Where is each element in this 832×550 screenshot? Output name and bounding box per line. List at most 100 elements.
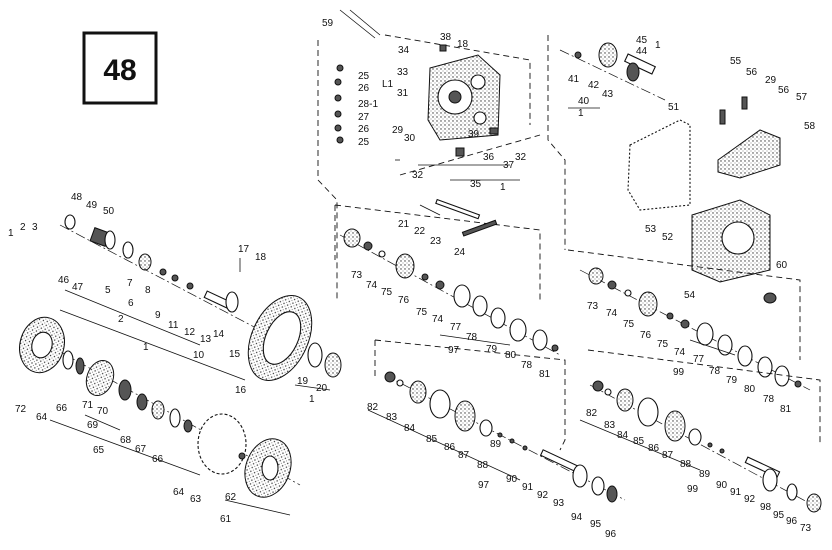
callout: 56	[746, 67, 758, 78]
callout: 75	[416, 307, 428, 318]
callout: 33	[397, 67, 409, 78]
callout: 16	[235, 385, 247, 396]
callout: 5	[105, 285, 111, 296]
callout: 81	[780, 404, 792, 415]
callout: 78	[466, 332, 478, 343]
callout: 32	[515, 152, 527, 163]
callout: 78	[521, 360, 533, 371]
callout: 30	[404, 133, 416, 144]
callout: 24	[454, 247, 466, 258]
callout: 26	[358, 83, 370, 94]
output-assembly	[567, 249, 823, 513]
callout: 48	[71, 192, 83, 203]
callout: 44	[636, 46, 648, 57]
callout-labels: 59 38 34 18 25 26 28-1 27 26 25 33 L1 31…	[8, 18, 816, 540]
callout: 39	[468, 129, 480, 140]
callout: 79	[486, 344, 498, 355]
callout: L1	[382, 79, 394, 90]
callout: 1	[578, 108, 584, 119]
callout: 22	[414, 226, 426, 237]
callout: 92	[537, 490, 549, 501]
callout: 74	[366, 280, 378, 291]
callout: 66	[56, 403, 68, 414]
callout: 75	[381, 287, 393, 298]
callout: 89	[699, 469, 711, 480]
callout: 43	[602, 89, 614, 100]
callout: 76	[398, 295, 410, 306]
callout: 90	[716, 480, 728, 491]
callout: 78	[709, 366, 721, 377]
callout: 1	[500, 182, 506, 193]
callout: 52	[662, 232, 674, 243]
callout: 77	[693, 354, 705, 365]
callout: 46	[58, 275, 70, 286]
callout: 79	[726, 375, 738, 386]
callout: 18	[457, 39, 469, 50]
callout: 13	[200, 334, 212, 345]
clutch-assembly	[19, 316, 301, 516]
callout: 3	[32, 222, 38, 233]
callout: 59	[322, 18, 334, 29]
callout: 75	[623, 319, 635, 330]
callout: 86	[444, 442, 456, 453]
callout: 25	[358, 71, 370, 82]
callout: 73	[351, 270, 363, 281]
callout: 57	[796, 92, 808, 103]
callout: 55	[730, 56, 742, 67]
callout: 14	[213, 329, 225, 340]
callout: 6	[128, 298, 134, 309]
callout: 41	[568, 74, 580, 85]
callout: 19	[297, 376, 309, 387]
callout: 29	[765, 75, 777, 86]
callout: 68	[120, 435, 132, 446]
callout: 73	[587, 301, 599, 312]
callout: 99	[687, 484, 699, 495]
callout: 72	[15, 404, 27, 415]
callout: 25	[358, 137, 370, 148]
callout: 51	[668, 102, 680, 113]
callout: 97	[448, 345, 460, 356]
callout: 2	[118, 314, 124, 325]
callout: 42	[588, 80, 600, 91]
callout: 99	[673, 367, 685, 378]
callout: 84	[404, 423, 416, 434]
callout: 17	[238, 244, 250, 255]
callout: 27	[358, 112, 370, 123]
callout: 77	[450, 322, 462, 333]
callout: 18	[255, 252, 267, 263]
callout: 80	[505, 350, 517, 361]
callout: 76	[640, 330, 652, 341]
callout: 88	[680, 459, 692, 470]
callout: 88	[477, 460, 489, 471]
callout: 84	[617, 430, 629, 441]
callout: 23	[430, 236, 442, 247]
callout: 32	[412, 170, 424, 181]
callout: 1	[143, 342, 149, 353]
callout: 83	[604, 420, 616, 431]
callout: 34	[398, 45, 410, 56]
callout: 49	[86, 200, 98, 211]
callout: 95	[590, 519, 602, 530]
callout: 1	[309, 394, 315, 405]
callout: 82	[367, 402, 379, 413]
callout: 15	[229, 349, 241, 360]
input-shaft-assembly	[59, 214, 342, 391]
callout: 83	[386, 412, 398, 423]
callout: 20	[316, 383, 328, 394]
countershaft-assembly-upper	[334, 198, 561, 356]
callout: 98	[760, 502, 772, 513]
callout: 75	[657, 339, 669, 350]
callout: 85	[633, 436, 645, 447]
callout: 73	[800, 523, 812, 534]
callout: 28-1	[358, 99, 378, 110]
callout: 8	[145, 285, 151, 296]
callout: 1	[8, 228, 14, 239]
callout: 64	[173, 487, 185, 498]
callout: 66	[152, 454, 164, 465]
callout: 92	[744, 494, 756, 505]
callout: 36	[483, 152, 495, 163]
callout: 74	[674, 347, 686, 358]
callout: 12	[184, 327, 196, 338]
side-cover-assembly	[317, 9, 541, 300]
callout: 91	[730, 487, 742, 498]
